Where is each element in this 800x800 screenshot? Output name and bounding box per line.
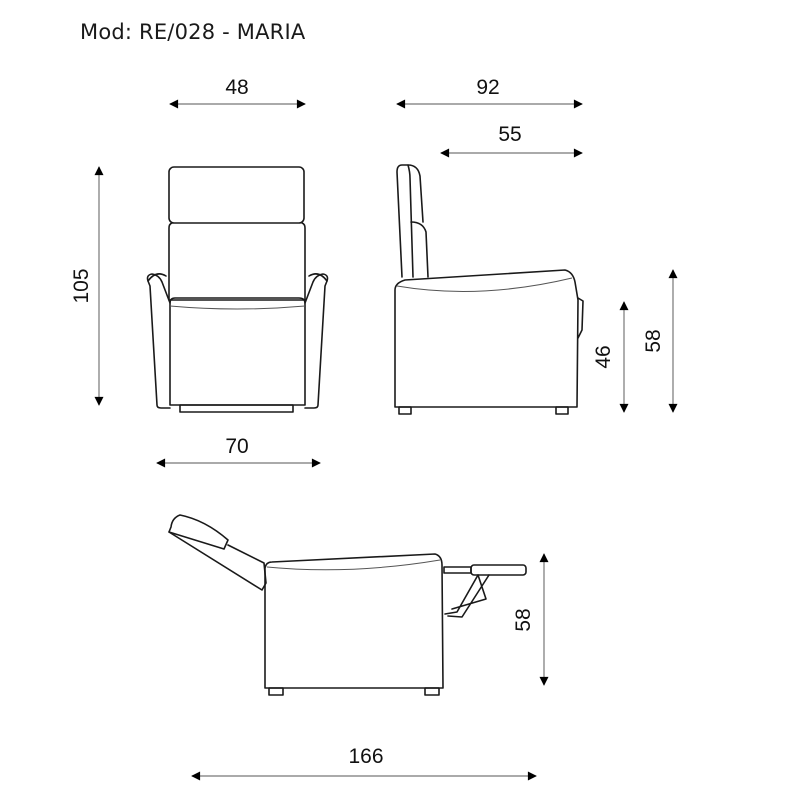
dim-seat-depth: 55 bbox=[440, 123, 583, 158]
dim-label-166: 166 bbox=[348, 745, 383, 768]
side-view bbox=[394, 164, 584, 415]
footrest-link bbox=[443, 566, 472, 574]
side-footrest-folded bbox=[577, 297, 584, 339]
dim-label-92: 92 bbox=[476, 76, 499, 99]
dim-front-width: 48 bbox=[169, 76, 306, 109]
reclined-headrest bbox=[168, 514, 229, 550]
dim-label-58-reclined: 58 bbox=[512, 608, 535, 631]
base-plate bbox=[179, 404, 294, 413]
reclined-seat-seam bbox=[266, 559, 441, 571]
headrest bbox=[168, 166, 305, 224]
seat-cushion bbox=[169, 297, 306, 406]
dim-label-105: 105 bbox=[70, 268, 93, 303]
side-back-leg bbox=[555, 406, 569, 415]
dim-reclined-length: 166 bbox=[191, 745, 537, 781]
side-front-leg bbox=[398, 406, 412, 415]
side-headrest-back bbox=[396, 164, 414, 278]
dim-front-height: 105 bbox=[70, 166, 104, 406]
dim-arm-height: 58 bbox=[642, 269, 678, 413]
model-title: Mod: RE/028 - MARIA bbox=[80, 20, 306, 44]
footrest bbox=[470, 564, 527, 576]
left-arm-top bbox=[147, 273, 167, 282]
reclined-backrest bbox=[168, 531, 267, 591]
reclined-front-leg bbox=[268, 687, 284, 696]
dim-label-58-upright: 58 bbox=[642, 329, 665, 352]
dim-side-depth: 92 bbox=[396, 76, 583, 109]
dim-label-70: 70 bbox=[225, 435, 248, 458]
side-body bbox=[394, 269, 579, 408]
side-backrest-cushion bbox=[410, 221, 429, 278]
seat-seam bbox=[169, 305, 306, 310]
dim-reclined-height: 58 bbox=[512, 553, 549, 686]
side-seat-seam bbox=[396, 277, 573, 292]
side-headrest-cushion bbox=[407, 164, 424, 223]
footrest-mechanism bbox=[444, 574, 490, 618]
reclined-back-leg bbox=[424, 687, 440, 696]
dim-label-55: 55 bbox=[498, 123, 521, 146]
left-armrest bbox=[146, 273, 171, 409]
reclined-side-view bbox=[168, 514, 527, 696]
reclined-body bbox=[264, 553, 444, 689]
dim-front-overall-width: 70 bbox=[156, 435, 321, 468]
dim-label-48: 48 bbox=[225, 76, 248, 99]
dim-seat-height: 46 bbox=[592, 301, 629, 413]
front-view bbox=[146, 166, 329, 413]
right-armrest bbox=[304, 273, 329, 409]
backrest bbox=[168, 222, 306, 301]
dim-label-46: 46 bbox=[592, 345, 615, 368]
right-arm-top bbox=[308, 273, 328, 282]
